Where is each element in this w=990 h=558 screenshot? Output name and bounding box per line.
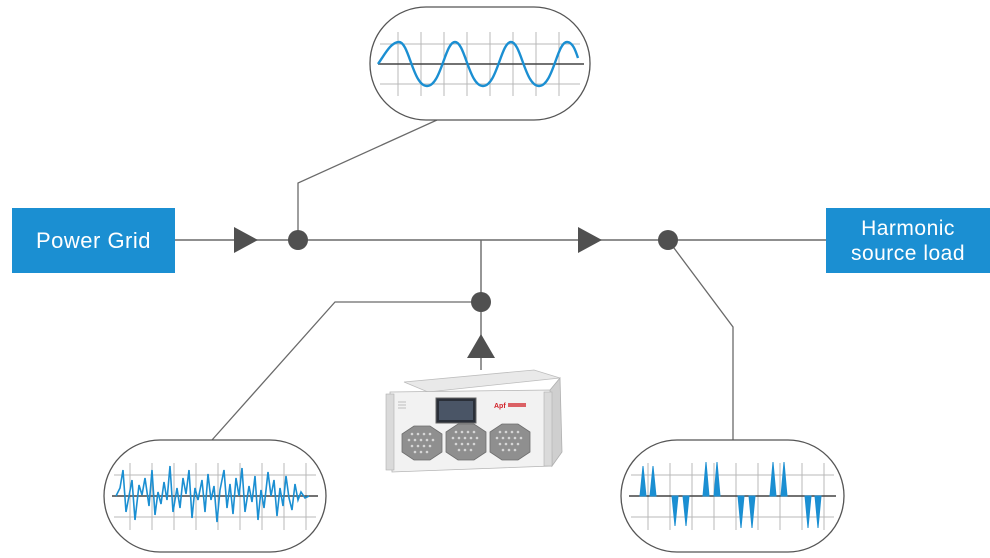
connector-top — [297, 119, 438, 240]
waveform-bubble-grid — [369, 6, 591, 121]
power-grid-box: Power Grid — [12, 208, 175, 273]
pulse-wave — [639, 461, 822, 529]
waveform-bubble-load — [620, 439, 845, 553]
apf-brand-text: Apf — [494, 403, 506, 410]
harmonic-load-line1: Harmonic — [861, 216, 955, 240]
connector-right — [667, 239, 734, 442]
apf-device: Apf — [385, 369, 563, 473]
power-grid-label: Power Grid — [35, 227, 152, 253]
waveform-bubble-compensation — [103, 439, 327, 553]
connector-left — [211, 301, 481, 441]
distorted-wave — [115, 465, 310, 523]
flow-arrow-up — [467, 334, 495, 358]
sine-wave — [377, 40, 580, 88]
harmonic-load-box: Harmonic source load — [826, 208, 990, 273]
harmonic-load-line2: source load — [850, 241, 966, 265]
node-load — [658, 230, 678, 250]
node-apf — [471, 292, 491, 312]
flow-arrow-right-2 — [578, 227, 602, 253]
node-grid — [288, 230, 308, 250]
flow-arrow-right-1 — [234, 227, 258, 253]
